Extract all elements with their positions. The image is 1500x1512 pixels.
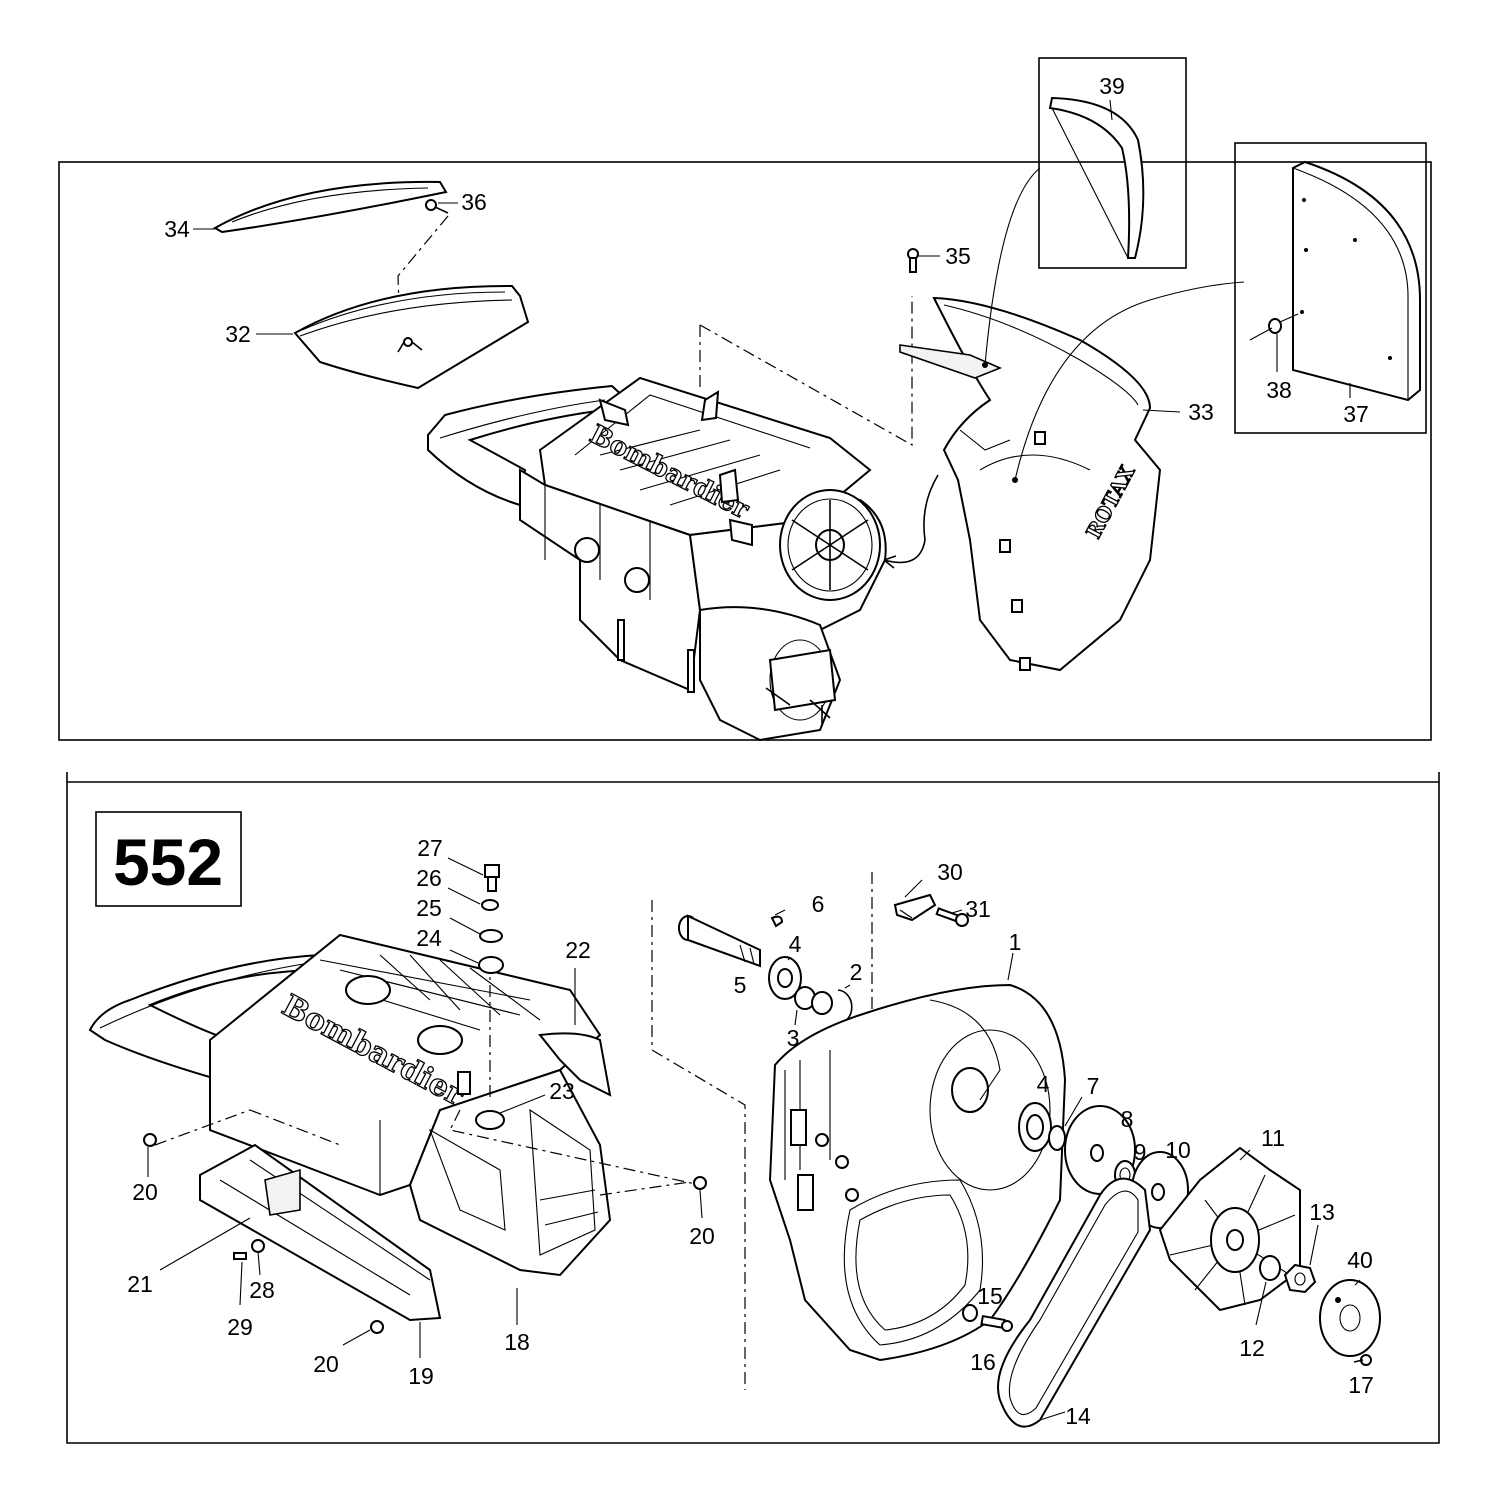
callout-12: 12 — [1239, 1335, 1265, 1361]
fastener-27-bolt — [484, 864, 500, 892]
part-37-plate — [1292, 160, 1421, 402]
part-39-seal — [1048, 96, 1145, 259]
callout-27: 27 — [417, 835, 443, 861]
callout-9: 9 — [1134, 1139, 1147, 1165]
part-30-bracket — [893, 893, 937, 922]
part-17-screw — [1353, 1354, 1372, 1366]
screw-20-right — [693, 1176, 707, 1190]
callout-37: 37 — [1343, 401, 1369, 427]
callout-18: 18 — [504, 1329, 530, 1355]
callout-2: 2 — [850, 959, 863, 985]
grommet-24 — [478, 956, 504, 974]
leader-lines — [147, 99, 1361, 1421]
part-1-fan-housing — [768, 983, 1067, 1362]
callout-30: 30 — [937, 859, 963, 885]
lower-panel-frame — [66, 772, 1440, 1444]
callout-40: 40 — [1347, 1247, 1373, 1273]
callout-38: 38 — [1266, 377, 1292, 403]
part-13-nut — [1283, 1263, 1317, 1294]
part-12-washer — [1259, 1255, 1281, 1281]
part-4-bearing-upper — [768, 956, 802, 1000]
callout-15: 15 — [977, 1283, 1003, 1309]
callout-32: 32 — [225, 321, 251, 347]
callout-26: 26 — [416, 865, 442, 891]
part-38-rivet — [1249, 313, 1299, 341]
badge-552: 552 — [113, 825, 223, 899]
callout-34: 34 — [164, 216, 190, 242]
part-4-bearing-lower — [1018, 1102, 1052, 1152]
callout-5: 5 — [734, 972, 747, 998]
callout-20-right: 20 — [689, 1223, 715, 1249]
callout-4-upper: 4 — [789, 931, 802, 957]
callout-39: 39 — [1099, 73, 1125, 99]
part-16-screw — [980, 1314, 1013, 1332]
badge-box — [95, 811, 242, 907]
washer-26 — [481, 899, 499, 911]
callout-28: 28 — [249, 1277, 275, 1303]
callout-4-lower: 4 — [1037, 1071, 1050, 1097]
part-7-ring — [1048, 1125, 1066, 1151]
callout-7: 7 — [1087, 1073, 1100, 1099]
callout-21: 21 — [127, 1271, 153, 1297]
part-31-screw — [935, 907, 969, 927]
part-15-washer — [962, 1304, 978, 1322]
callout-19: 19 — [408, 1363, 434, 1389]
part-6-key — [770, 915, 784, 928]
callout-3: 3 — [787, 1025, 800, 1051]
screw-20-bottom — [370, 1320, 384, 1334]
callout-10: 10 — [1165, 1137, 1191, 1163]
screw-20-left — [143, 1133, 157, 1147]
callout-20-bottom: 20 — [313, 1351, 339, 1377]
callout-13: 13 — [1309, 1199, 1335, 1225]
part-3-washer-b — [811, 991, 833, 1015]
inset-box-39 — [1038, 57, 1187, 269]
lower-callouts: 27 26 25 24 22 23 20 20 21 28 29 20 19 1… — [127, 835, 1374, 1429]
part-14-belt — [997, 1177, 1152, 1428]
callout-11: 11 — [1261, 1125, 1285, 1151]
part-33-fan-housing: ROTAX — [899, 296, 1162, 672]
callout-17: 17 — [1348, 1372, 1374, 1398]
part-35-bolt — [907, 248, 919, 273]
callout-8: 8 — [1121, 1106, 1134, 1132]
part-36-screw — [425, 199, 449, 214]
part-19-lower-shroud — [199, 1143, 442, 1322]
callout-24: 24 — [416, 925, 442, 951]
callout-31: 31 — [965, 896, 991, 922]
part-34-gasket — [212, 180, 448, 234]
callout-25: 25 — [416, 895, 442, 921]
washer-28 — [251, 1239, 265, 1253]
part-40-cap — [1319, 1279, 1381, 1357]
callout-22: 22 — [565, 937, 591, 963]
part-22-shroud: Bombardier — [88, 933, 612, 1197]
engine-assembly: Bombardier — [427, 376, 887, 742]
grommet-23 — [475, 1110, 505, 1130]
callout-1: 1 — [1009, 929, 1022, 955]
callout-36: 36 — [461, 189, 487, 215]
callout-16: 16 — [970, 1349, 996, 1375]
part-5-shaft — [678, 914, 761, 968]
callout-20-left: 20 — [132, 1179, 158, 1205]
upper-panel-frame — [58, 161, 1432, 741]
callout-33: 33 — [1188, 399, 1214, 425]
part-18-lower-duct — [408, 1068, 612, 1277]
callout-35: 35 — [945, 243, 971, 269]
screw-29 — [233, 1252, 247, 1260]
washer-25 — [479, 929, 503, 943]
inset-box-37 — [1234, 142, 1427, 434]
upper-callouts: 34 36 32 35 39 33 38 37 — [164, 73, 1369, 427]
callout-14: 14 — [1065, 1403, 1091, 1429]
callout-29: 29 — [227, 1314, 253, 1340]
callout-23: 23 — [549, 1078, 575, 1104]
part-32-cover — [293, 284, 530, 390]
callout-6: 6 — [812, 891, 825, 917]
